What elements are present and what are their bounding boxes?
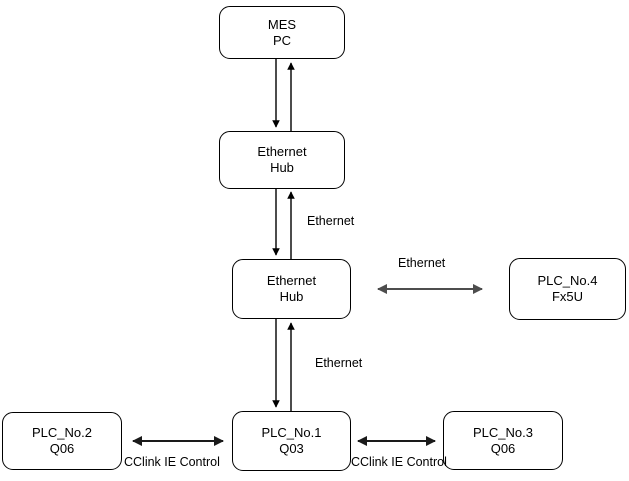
node-plc-no3-line2: Q06 [490, 440, 516, 456]
node-plc-no4-line1: PLC_No.4 [537, 273, 598, 288]
node-plc-no3-line1: PLC_No.3 [473, 424, 533, 440]
node-mes-pc[interactable]: MES PC [219, 6, 345, 59]
node-ethernet-hub-middle-line1: Ethernet [266, 273, 317, 288]
edge-label-ethernet-hub-to-plc1: Ethernet [315, 356, 363, 370]
node-plc-no1-line1: PLC_No.1 [261, 425, 322, 440]
node-plc-no2-line1: PLC_No.2 [32, 425, 92, 440]
edge-label-ethernet-hub-to-plc4: Ethernet [398, 256, 446, 270]
edge-label-ethernet-hub-to-hub: Ethernet [307, 214, 355, 228]
edge-label-cclink-plc2-plc1: CClink IE Control [124, 455, 220, 469]
node-ethernet-hub-middle-line2: Hub [279, 289, 304, 304]
node-mes-pc-line2: PC [272, 32, 292, 48]
node-ethernet-hub-top-line2: Hub [270, 160, 294, 175]
node-ethernet-hub-top[interactable]: Ethernet Hub [219, 131, 345, 189]
node-plc-no4[interactable]: PLC_No.4 Fx5U [509, 258, 626, 320]
edge-label-cclink-plc1-plc3: CClink IE Control [351, 455, 447, 469]
node-plc-no1-line2: Q03 [279, 441, 304, 456]
node-mes-pc-line1: MES [267, 16, 297, 32]
node-ethernet-hub-top-line1: Ethernet [257, 144, 307, 159]
node-plc-no2-line2: Q06 [49, 441, 75, 456]
node-plc-no3[interactable]: PLC_No.3 Q06 [443, 411, 563, 470]
node-plc-no2[interactable]: PLC_No.2 Q06 [2, 412, 122, 470]
node-plc-no4-line2: Fx5U [551, 289, 584, 304]
node-plc-no1[interactable]: PLC_No.1 Q03 [232, 411, 351, 471]
node-ethernet-hub-middle[interactable]: Ethernet Hub [232, 259, 351, 319]
